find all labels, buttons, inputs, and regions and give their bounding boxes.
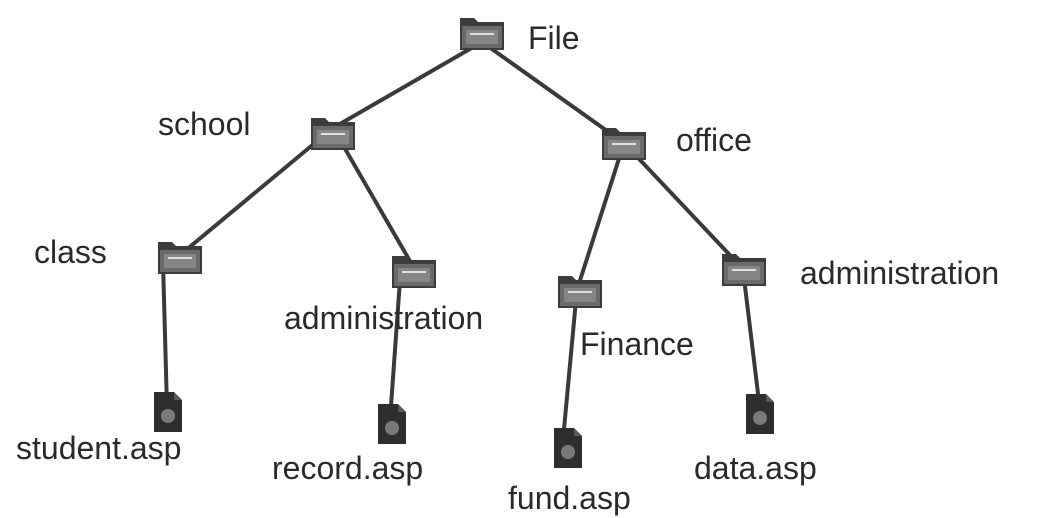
edge-school-administration <box>331 126 416 270</box>
folder-icon <box>459 17 505 51</box>
edge-finance-fund <box>561 299 578 441</box>
file-label-data: data.asp <box>694 450 817 486</box>
folder-icon <box>557 275 603 309</box>
edge-school-class <box>178 126 335 257</box>
node-label-class: class <box>34 234 107 270</box>
document-icon <box>746 394 774 434</box>
folder-icon <box>391 255 437 289</box>
node-label-finance: Finance <box>580 326 694 362</box>
document-icon <box>154 392 182 432</box>
edge-administration-record <box>388 279 402 421</box>
node-label-office-administration: administration <box>800 255 1000 291</box>
edge-administration-data <box>742 277 762 411</box>
tree-edges <box>161 40 762 441</box>
document-icon <box>378 404 406 444</box>
file-label-fund: fund.asp <box>508 480 631 516</box>
node-label-school: school <box>158 106 251 142</box>
edge-class-student <box>161 261 169 409</box>
document-icon <box>554 428 582 468</box>
node-label-office: office <box>676 122 752 158</box>
folder-icon <box>157 241 203 275</box>
file-label-record: record.asp <box>272 450 424 486</box>
edge-office-finance <box>574 142 626 294</box>
folder-icon <box>310 117 356 151</box>
edge-file-office <box>480 40 626 145</box>
folder-icon <box>601 127 647 161</box>
edge-office-administration <box>622 141 746 272</box>
edge-file-school <box>332 40 483 130</box>
file-label-student: student.asp <box>16 430 182 466</box>
node-label-school-administration: administration <box>284 300 484 336</box>
folder-icon <box>721 253 767 287</box>
node-label-file: File <box>528 20 580 56</box>
